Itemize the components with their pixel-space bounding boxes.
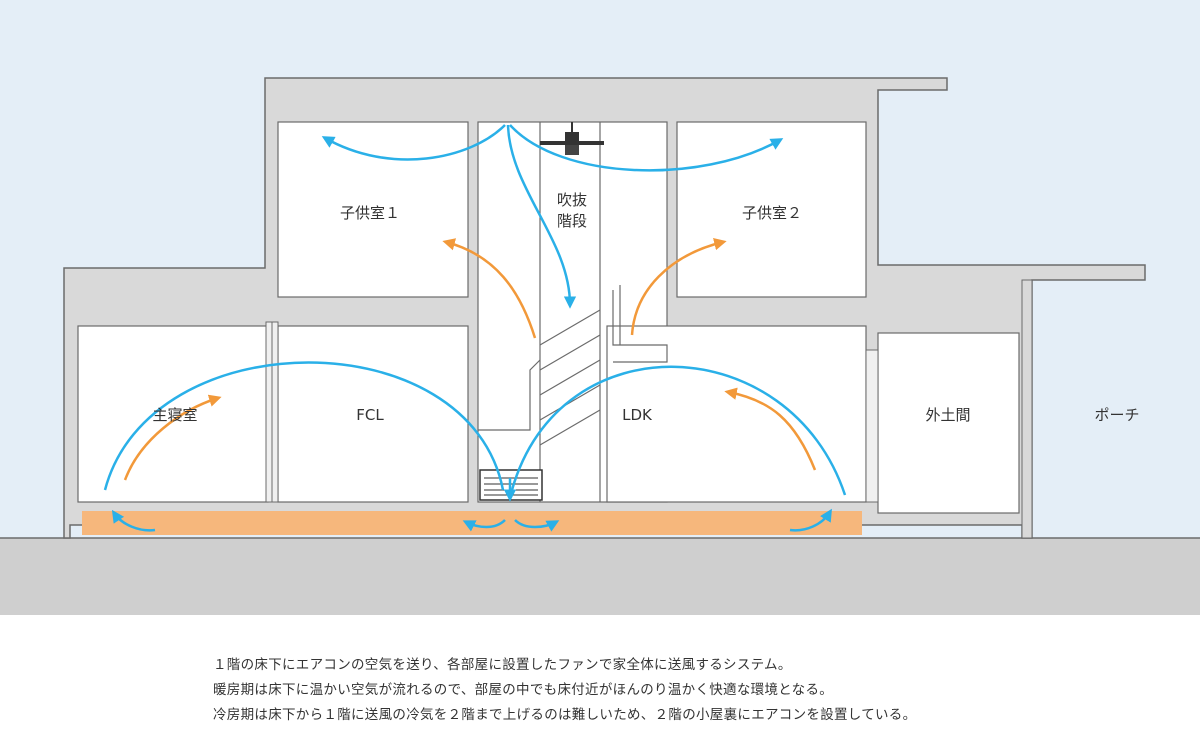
cool-arrow-master bbox=[103, 361, 505, 491]
cool-arrow-kids2 bbox=[509, 124, 784, 172]
label-ldk: LDK bbox=[622, 406, 653, 424]
cool-airflow bbox=[103, 124, 847, 532]
cool-arrow-ldk bbox=[510, 365, 847, 496]
ground bbox=[0, 538, 1200, 615]
cool-arrow-floor-right bbox=[514, 519, 560, 532]
warm-airflow bbox=[123, 238, 817, 481]
doma-door bbox=[865, 349, 879, 503]
caption-line-3: 冷房期は床下から１階に送風の冷気を２階まで上げるのは難しいため、２階の小屋裏にエ… bbox=[213, 707, 917, 723]
label-fcl: FCL bbox=[356, 406, 384, 424]
warm-arrow-master bbox=[123, 394, 222, 481]
room-ldk bbox=[606, 325, 867, 503]
warm-arrow-kids2 bbox=[630, 238, 727, 336]
underfloor-air-band bbox=[82, 511, 862, 535]
cool-arrow-kids1 bbox=[321, 124, 506, 161]
label-porch: ポーチ bbox=[1094, 406, 1139, 424]
warm-arrow-kids1 bbox=[442, 238, 537, 339]
room-kids1 bbox=[277, 121, 469, 298]
warm-arrow-ldk bbox=[724, 387, 817, 471]
section-diagram: 子供室１ 子供室２ 吹抜 階段 主寝室 FCL LDK 外土間 ポーチ bbox=[0, 0, 1200, 615]
room-fcl bbox=[277, 325, 469, 503]
label-atrium-2: 階段 bbox=[557, 212, 587, 230]
room-doma bbox=[877, 332, 1020, 514]
label-kids2: 子供室２ bbox=[742, 204, 802, 222]
ceiling-fan-icon bbox=[540, 122, 604, 155]
label-atrium-1: 吹抜 bbox=[557, 191, 587, 209]
cool-arrow-atrium bbox=[506, 124, 577, 309]
staircase bbox=[478, 122, 668, 502]
cool-arrow-corner-left bbox=[111, 509, 156, 532]
label-master: 主寝室 bbox=[152, 406, 197, 424]
cool-arrow-floor-left bbox=[462, 519, 506, 532]
caption-line-1: １階の床下にエアコンの空気を送り、各部屋に設置したファンで家全体に送風するシステ… bbox=[213, 657, 792, 673]
label-kids1: 子供室１ bbox=[340, 204, 400, 222]
label-doma: 外土間 bbox=[925, 406, 970, 424]
cool-arrow-corner-right bbox=[789, 508, 832, 532]
house-section-svg: 子供室１ 子供室２ 吹抜 階段 主寝室 FCL LDK 外土間 ポーチ bbox=[0, 0, 1200, 615]
porch-post bbox=[1021, 279, 1033, 539]
caption-line-2: 暖房期は床下に温かい空気が流れるので、部屋の中でも床付近がほんのり温かく快適な環… bbox=[213, 682, 834, 698]
room-kids2 bbox=[676, 121, 867, 298]
